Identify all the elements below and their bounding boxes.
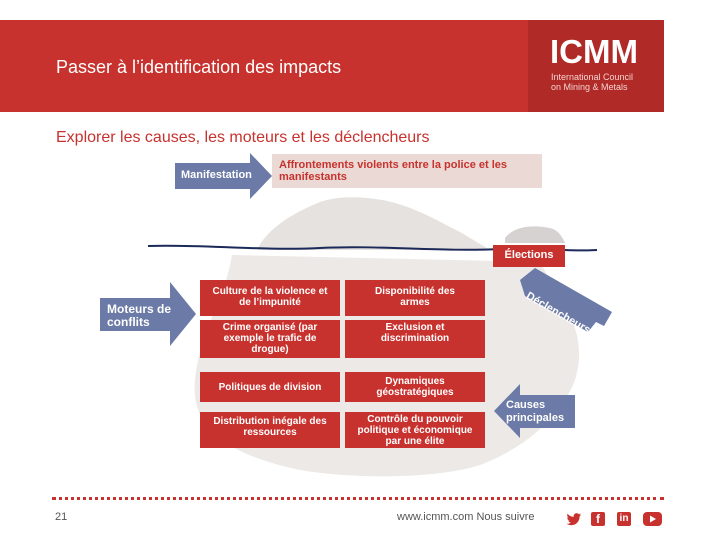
linkedin-icon[interactable]: in — [617, 512, 631, 526]
footer-text: www.icmm.com Nous suivre — [397, 511, 535, 523]
youtube-icon[interactable] — [643, 512, 662, 526]
causes-label: Causes principales — [506, 399, 564, 425]
moteurs-label-line2: conflits — [107, 316, 171, 329]
footer-divider — [52, 497, 664, 500]
causes-label-line2: principales — [506, 412, 564, 425]
moteur-box-2-text: Disponibilité des armes — [360, 286, 470, 308]
iceberg-tip — [258, 197, 490, 250]
facebook-icon[interactable]: f — [591, 512, 605, 526]
twitter-icon[interactable] — [566, 512, 582, 526]
elections-label: Élections — [493, 250, 565, 261]
manifestation-banner-text: Affrontements violents entre la police e… — [279, 159, 539, 183]
cause-box-3-text: Distribution inégale des ressources — [208, 416, 332, 438]
page-number: 21 — [55, 511, 67, 523]
cause-box-1-text: Politiques de division — [208, 382, 332, 393]
manifestation-label: Manifestation — [181, 169, 252, 182]
causes-label-line1: Causes — [506, 399, 564, 412]
cause-box-2-text: Dynamiques géostratégiques — [360, 376, 470, 398]
moteur-box-3-text: Crime organisé (par exemple le trafic de… — [208, 322, 332, 355]
small-iceberg — [505, 226, 565, 243]
cause-box-4-text: Contrôle du pouvoir politique et économi… — [350, 414, 480, 447]
moteurs-label: Moteurs de conflits — [107, 303, 171, 329]
moteur-box-1-text: Culture de la violence et de l’impunité — [208, 286, 332, 308]
moteur-box-4-text: Exclusion et discrimination — [360, 322, 470, 344]
